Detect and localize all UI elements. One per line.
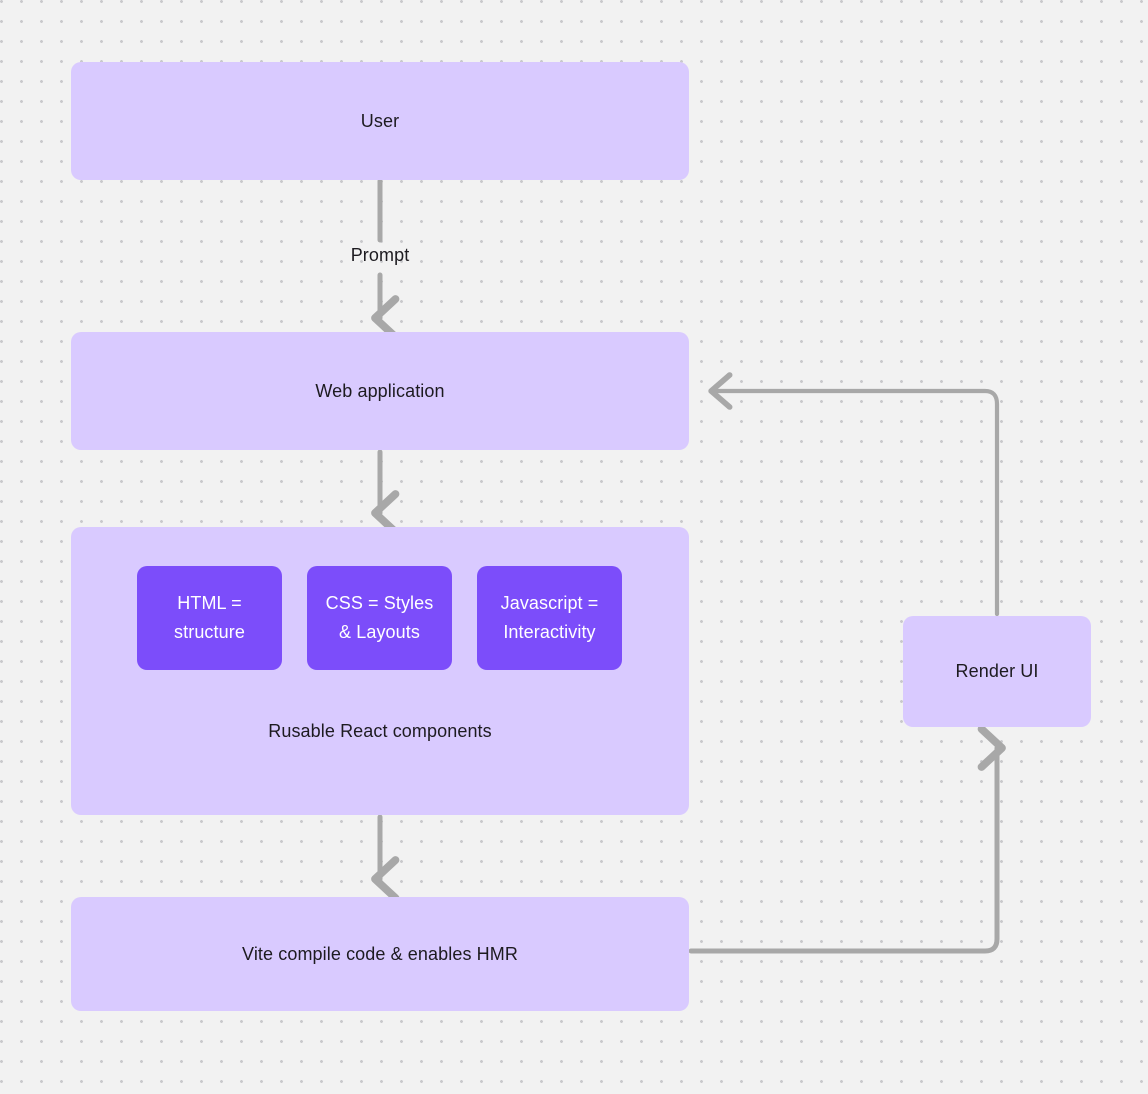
node-user-label: User: [360, 110, 400, 131]
node-render-ui[interactable]: Render UI: [903, 616, 1091, 727]
node-web-application-label: Web application: [315, 380, 445, 401]
edge-render-to-web: [708, 372, 1000, 617]
chip-javascript-label: Javascript = Interactivity: [501, 589, 599, 647]
node-vite-label: Vite compile code & enables HMR: [242, 943, 518, 964]
chip-css-line2: & Layouts: [339, 622, 420, 642]
chip-html-label: HTML = structure: [174, 589, 245, 647]
chip-css[interactable]: CSS = Styles & Layouts: [307, 566, 452, 670]
chip-html-line1: HTML =: [177, 593, 242, 614]
edge-vite-to-render: [688, 725, 1006, 954]
node-render-ui-label: Render UI: [955, 661, 1039, 682]
chip-javascript-line2: Interactivity: [503, 622, 596, 642]
chip-html-line2: structure: [174, 622, 245, 642]
node-web-application[interactable]: Web application: [71, 332, 689, 450]
chip-html[interactable]: HTML = structure: [137, 566, 282, 670]
node-components-group[interactable]: HTML = structure CSS = Styles & Layouts …: [71, 527, 689, 815]
node-components-group-caption: Rusable React components: [268, 721, 492, 741]
chip-javascript[interactable]: Javascript = Interactivity: [477, 566, 622, 670]
chip-javascript-line1: Javascript =: [500, 593, 599, 614]
node-vite[interactable]: Vite compile code & enables HMR: [71, 897, 689, 1011]
edge-label-prompt: Prompt: [330, 245, 430, 266]
chip-css-label: CSS = Styles & Layouts: [326, 589, 434, 647]
node-user[interactable]: User: [71, 62, 689, 180]
edge-label-prompt-text: Prompt: [350, 245, 410, 265]
chip-css-line1: CSS = Styles: [325, 593, 434, 614]
